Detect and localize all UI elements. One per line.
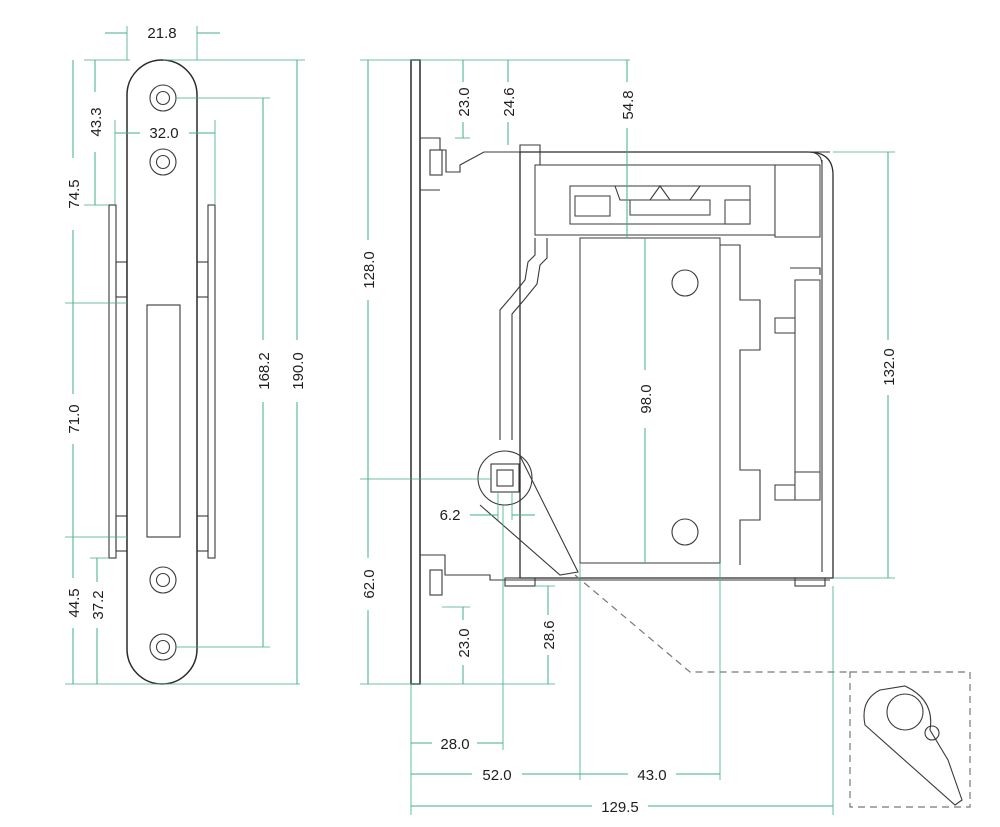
dim-label-74-5: 74.5	[66, 179, 83, 208]
dim-label-23-0-bottom: 23.0	[456, 628, 473, 657]
dim-label-21-8: 21.8	[147, 25, 176, 42]
latch-slot	[146, 304, 181, 538]
forend-plate	[410, 59, 421, 685]
dim-label-62-0: 62.0	[361, 569, 378, 598]
dim-label-37-2: 37.2	[90, 590, 107, 619]
dim-label-24-6: 24.6	[501, 87, 518, 116]
front-plate-view	[108, 59, 216, 685]
dim-label-32-0: 32.0	[149, 125, 178, 142]
front-rail-left	[108, 204, 117, 559]
dim-label-44-5: 44.5	[66, 588, 83, 617]
spindle-hub	[477, 450, 533, 506]
dim-label-128-0: 128.0	[361, 251, 378, 289]
dim-label-168-2: 168.2	[256, 352, 273, 390]
dim-label-23-0-top: 23.0	[456, 87, 473, 116]
latch-block	[579, 237, 721, 564]
dim-label-28-6: 28.6	[541, 620, 558, 649]
screw-hole-3	[149, 566, 177, 594]
front-plate-dimensions	[65, 26, 305, 685]
spindle-square	[490, 463, 520, 493]
dim-label-43-0: 43.0	[637, 767, 666, 784]
lock-body-view	[410, 59, 834, 685]
dim-label-132-0: 132.0	[881, 348, 898, 386]
dim-label-71-0: 71.0	[66, 404, 83, 433]
dim-label-190-0: 190.0	[290, 352, 307, 390]
dim-label-6-2: 6.2	[440, 507, 461, 524]
latch-hole-top	[671, 269, 699, 297]
side-view-dimensions	[360, 59, 895, 815]
dim-label-28-0: 28.0	[440, 736, 469, 753]
dim-label-54-8: 54.8	[620, 90, 637, 119]
dim-label-98-0: 98.0	[638, 384, 655, 413]
faceplate	[126, 59, 198, 685]
front-rail-right	[207, 204, 216, 559]
dim-label-43-3: 43.3	[88, 107, 105, 136]
dimension-labels: 21.8 32.0 43.3 74.5 71.0 44.5 37.2 168.2…	[66, 25, 898, 816]
dim-label-52-0: 52.0	[482, 767, 511, 784]
detail-callout	[574, 574, 971, 808]
screw-hole-2	[149, 148, 177, 176]
latch-hole-bottom	[671, 518, 699, 546]
dim-label-129-5: 129.5	[601, 799, 639, 816]
